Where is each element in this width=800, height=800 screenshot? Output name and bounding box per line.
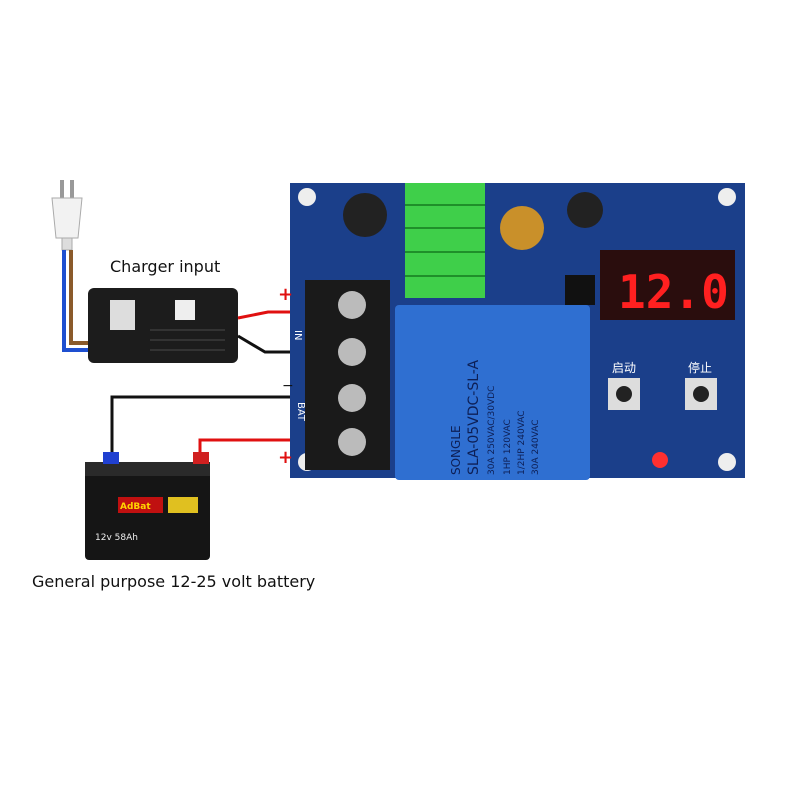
minus-sign: − [282,378,294,394]
battery-label: General purpose 12-25 volt battery [32,572,316,591]
mains-wire-blue [62,250,90,352]
relay [395,305,590,480]
relay-brand: SONGLE [449,425,463,475]
relay-rating-2: 1HP 120VAC [503,419,513,475]
battery-plus-sign: + [278,447,293,468]
display-value: 12.0 [618,265,729,319]
relay-rating-1: 30A 250VAC/30VDC [487,386,497,475]
relay-rating-3: 1/2HP 240VAC [517,410,527,475]
board-model: XH-M604 [250,229,263,279]
charger-adapter [88,288,238,363]
charger-plus-sign: + [278,284,293,305]
start-label[interactable]: 启动 [612,361,636,375]
power-plug-icon [51,180,83,251]
battery [85,452,210,560]
status-led [652,452,668,468]
heatsink [405,183,485,298]
relay-model: SLA-05VDC-SL-A [466,359,482,475]
mains-wire-brown [69,250,90,345]
voltage-display [600,250,735,320]
battery-negative-wire [110,395,320,462]
relay-rating-4: 30A 240VAC [531,419,541,475]
terminal-bat-label: BAT [295,402,306,422]
charging-control-board [290,183,745,480]
stop-label[interactable]: 停止 [688,360,712,375]
battery-spec: 12v 58Ah [95,533,138,543]
inductor-coil [500,206,544,250]
charger-input-label: Charger input [110,257,221,276]
battery-brand: AdBat [120,502,151,512]
terminal-in-label: IN [292,330,303,340]
